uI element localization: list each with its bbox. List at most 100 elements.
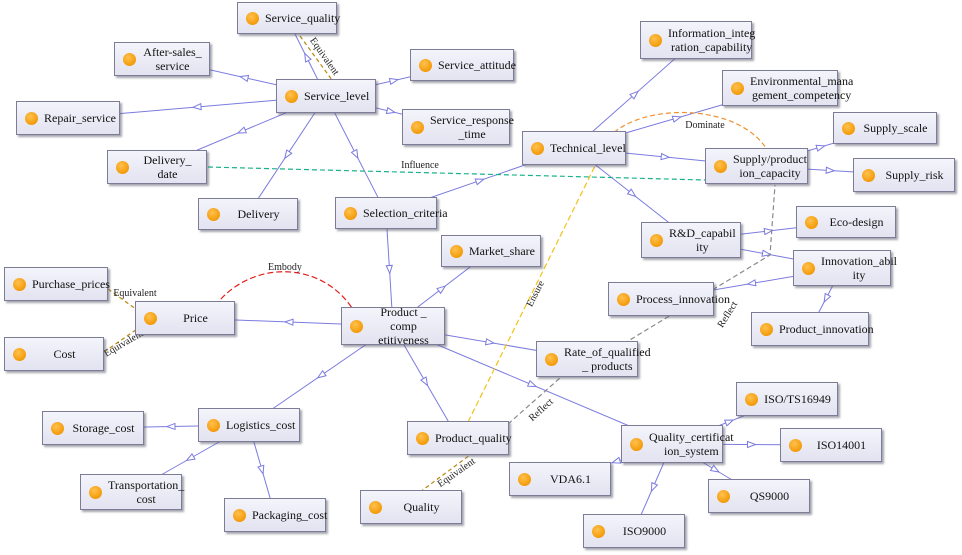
node-circle-icon: [842, 121, 855, 135]
node-service-quality[interactable]: Service_quality: [237, 2, 340, 34]
node-label: Technical_level: [550, 141, 626, 155]
node-circle-icon: [545, 352, 558, 366]
node-label: Product_quality: [435, 431, 512, 445]
node-storage-cost[interactable]: Storage_cost: [42, 411, 144, 445]
node-rd-capability[interactable]: R&D_capabil ity: [641, 222, 741, 258]
edge-arrow-marker: [723, 419, 735, 427]
node-product-innovation[interactable]: Product_innovation: [751, 312, 874, 346]
node-label: Product_innovation: [779, 322, 874, 336]
node-circle-icon: [630, 437, 643, 451]
node-label: Purchase_prices: [32, 277, 110, 291]
node-innovation-ability[interactable]: Innovation_abil ity: [793, 250, 897, 286]
node-label: Service_attitude: [438, 58, 516, 72]
edge-arrow-marker: [284, 149, 293, 160]
node-technical-level[interactable]: Technical_level: [522, 131, 626, 165]
edge-arrow-marker: [191, 102, 202, 111]
equivalent-edge-cost: [103, 326, 141, 353]
edge-arrow-marker: [436, 285, 447, 295]
node-qs9000[interactable]: QS9000: [708, 479, 810, 513]
node-circle-icon: [13, 347, 26, 361]
node-process-innovation[interactable]: Process_innovation: [608, 282, 730, 316]
node-label: Service_response _time: [430, 113, 514, 141]
node-circle-icon: [450, 244, 463, 258]
node-label: After-sales_ service: [143, 45, 202, 73]
edge-arrow-marker: [746, 440, 757, 449]
edge-arrow-marker: [746, 279, 757, 287]
node-circle-icon: [411, 120, 424, 134]
node-logistics-cost[interactable]: Logistics_cost: [198, 408, 300, 442]
node-label: Transportation_ cost: [108, 478, 185, 506]
node-iso14001[interactable]: ISO14001: [780, 428, 882, 462]
edge-arrow-marker: [650, 481, 659, 493]
node-label: Service_quality: [265, 11, 341, 25]
node-service-level[interactable]: Service_level: [276, 79, 376, 113]
edge-arrow-marker: [385, 264, 393, 275]
node-label: Market_share: [469, 244, 535, 258]
node-label: Quality_certificat ion_system: [649, 430, 734, 458]
edge-arrow-marker: [316, 369, 327, 379]
edge-arrow-marker: [815, 144, 826, 152]
embody-edge: [214, 271, 353, 309]
equivalent-edge-quality: [419, 454, 471, 493]
node-supply-capacity[interactable]: Supply/product ion_capacity: [705, 148, 808, 184]
edge-arrow-marker: [629, 90, 640, 100]
edge-arrow-marker: [825, 166, 836, 174]
node-service-attitude[interactable]: Service_attitude: [410, 49, 516, 81]
node-circle-icon: [518, 472, 531, 486]
node-circle-icon: [13, 277, 26, 291]
node-cost[interactable]: Cost: [4, 337, 104, 371]
node-label: ISO/TS16949: [764, 392, 831, 406]
embody-edge-label: Embody: [268, 262, 302, 273]
influence-edge-label: Influence: [401, 160, 439, 171]
node-info-integration[interactable]: Information_integ ration_capability: [640, 21, 755, 59]
node-product-quality[interactable]: Product_quality: [407, 421, 512, 455]
node-supply-scale[interactable]: Supply_scale: [833, 112, 937, 144]
edge-arrow-marker: [165, 422, 176, 431]
node-quality-cert[interactable]: Quality_certificat ion_system: [621, 425, 734, 463]
node-supply-risk[interactable]: Supply_risk: [853, 158, 955, 192]
node-label: Selection_criteria: [363, 206, 448, 220]
node-repair-service[interactable]: Repair_service: [16, 101, 120, 135]
edge-arrow-marker: [238, 74, 250, 83]
node-label: Delivery: [237, 207, 280, 221]
node-transportation-cost[interactable]: Transportation_ cost: [80, 474, 184, 510]
node-circle-icon: [805, 215, 818, 229]
node-iso9000[interactable]: ISO9000: [583, 514, 685, 548]
node-price[interactable]: Price: [135, 301, 235, 335]
edge-arrow-marker: [474, 178, 486, 186]
node-label: R&D_capabil ity: [669, 226, 736, 254]
node-label: Packaging_cost: [252, 508, 328, 522]
node-circle-icon: [25, 111, 38, 125]
dominate-edge-label: Dominate: [685, 120, 725, 131]
node-packaging-cost[interactable]: Packaging_cost: [224, 498, 327, 532]
node-circle-icon: [617, 292, 630, 306]
node-service-response[interactable]: Service_response _time: [402, 109, 514, 145]
node-rate-qualified[interactable]: Rate_of_qualified _ products: [536, 341, 651, 377]
node-label: Supply/product ion_capacity: [733, 152, 807, 180]
node-label: Supply_risk: [885, 168, 944, 182]
edge-arrow-marker: [304, 52, 312, 63]
node-circle-icon: [51, 421, 64, 435]
node-label: Delivery_ date: [143, 153, 192, 181]
node-env-mgmt[interactable]: Environmental_mana gement_competency: [722, 70, 853, 106]
node-iso-ts16949[interactable]: ISO/TS16949: [736, 382, 838, 416]
edge-arrow-marker: [236, 126, 248, 134]
node-circle-icon: [233, 508, 246, 522]
node-quality[interactable]: Quality: [360, 490, 462, 524]
node-label: Logistics_cost: [226, 418, 296, 432]
node-label: Environmental_mana gement_competency: [750, 74, 854, 102]
edge-arrow-marker: [385, 106, 397, 115]
node-eco-design[interactable]: Eco-design: [796, 206, 896, 238]
node-delivery[interactable]: Delivery: [198, 198, 298, 230]
node-market-share[interactable]: Market_share: [441, 235, 541, 267]
node-after-sales[interactable]: After-sales_ service: [114, 42, 210, 76]
node-circle-icon: [89, 485, 102, 499]
node-vda61[interactable]: VDA6.1: [509, 462, 611, 496]
node-delivery-date[interactable]: Delivery_ date: [107, 150, 207, 184]
node-circle-icon: [531, 141, 544, 155]
node-selection-criteria[interactable]: Selection_criteria: [335, 197, 448, 229]
edge-arrow-marker: [671, 115, 683, 123]
node-purchase-prices[interactable]: Purchase_prices: [4, 267, 110, 301]
node-product-competitiveness[interactable]: Product _ comp etitiveness: [341, 305, 445, 347]
